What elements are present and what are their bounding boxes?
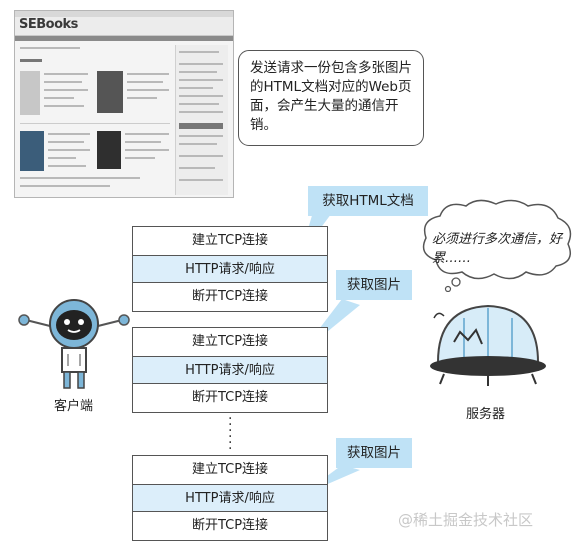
connection-stack-1: 建立TCP连接 HTTP请求/响应 断开TCP连接 xyxy=(132,226,328,312)
thought-text: 必须进行多次通信，好累…… xyxy=(432,232,563,266)
connection-stack-3: 建立TCP连接 HTTP请求/响应 断开TCP连接 xyxy=(132,455,328,541)
row-establish-tcp: 建立TCP连接 xyxy=(191,233,269,248)
tag-get-image: 获取图片 xyxy=(336,270,412,300)
speech-bubble-text: 发送请求一份包含多张图片的HTML文档对应的Web页面，会产生大量的通信开销。 xyxy=(250,60,412,133)
client-label: 客户端 xyxy=(54,399,94,414)
server-dome-icon xyxy=(430,304,546,386)
book-cover-image xyxy=(20,131,44,171)
watermark-text: @稀土掘金技术社区 xyxy=(398,511,534,529)
book-cover-image xyxy=(97,131,121,169)
connection-stack-2: 建立TCP连接 HTTP请求/响应 断开TCP连接 xyxy=(132,327,328,413)
tag-get-image: 获取图片 xyxy=(336,438,412,468)
tag-get-html-document: 获取HTML文档 xyxy=(308,186,428,216)
row-http-request-response: HTTP请求/响应 xyxy=(133,484,327,512)
row-http-request-response: HTTP请求/响应 xyxy=(133,356,327,384)
row-establish-tcp: 建立TCP连接 xyxy=(191,462,269,477)
row-http-request-response: HTTP请求/响应 xyxy=(133,255,327,283)
row-close-tcp: 断开TCP连接 xyxy=(191,518,269,533)
book-cover-image xyxy=(20,71,40,115)
speech-bubble xyxy=(238,50,424,146)
client-robot-icon xyxy=(18,299,130,389)
book-cover-image xyxy=(97,71,123,113)
row-close-tcp: 断开TCP连接 xyxy=(191,289,269,304)
screenshot-brand-logo: SEBooks xyxy=(19,17,78,32)
row-close-tcp: 断开TCP连接 xyxy=(191,390,269,405)
thought-cloud xyxy=(422,199,572,292)
server-label: 服务器 xyxy=(466,407,506,422)
web-page-screenshot: SEBooks xyxy=(14,10,234,198)
row-establish-tcp: 建立TCP连接 xyxy=(191,334,269,349)
ellipsis-dots: ······ xyxy=(228,411,233,457)
